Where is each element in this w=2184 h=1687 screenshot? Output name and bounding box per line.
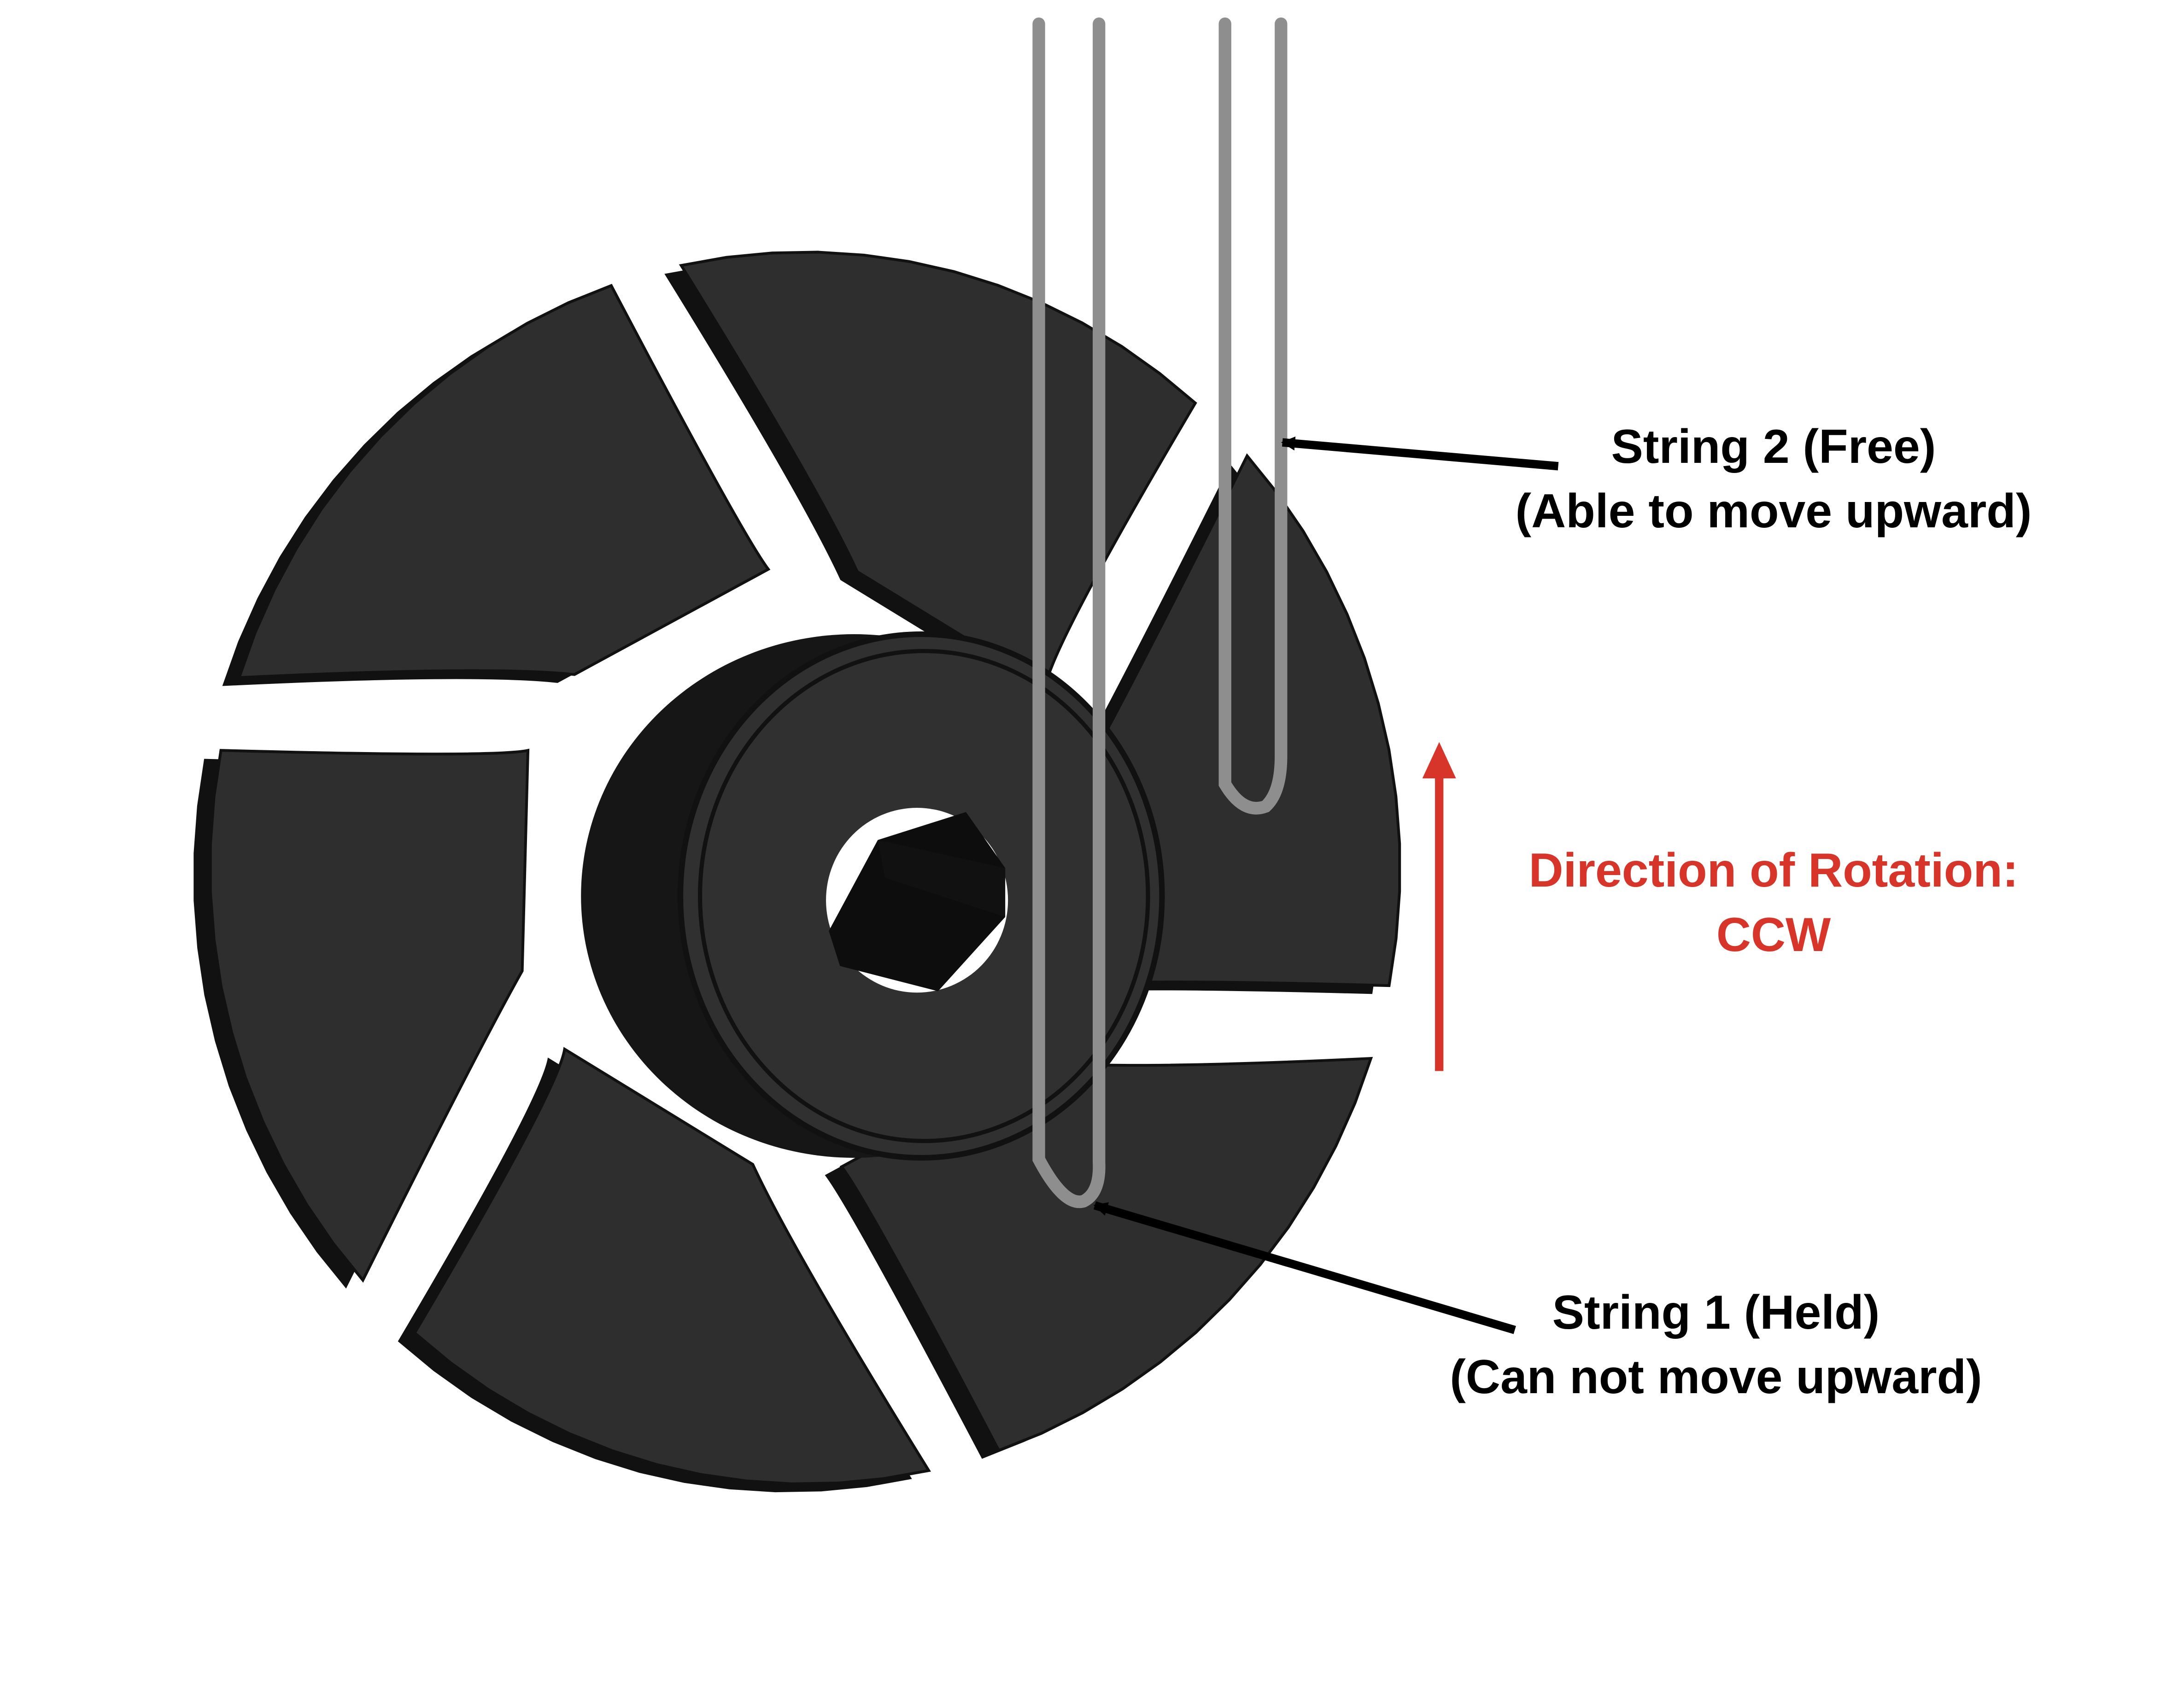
- string2-arrow: [1281, 436, 1559, 471]
- fan-blade: [679, 251, 1197, 689]
- string1-label-line1: String 1 (Held): [1552, 1286, 1880, 1339]
- string2-label-line1: String 2 (Free): [1611, 420, 1936, 473]
- rotation-label: Direction of Rotation: CCW: [1451, 838, 2096, 967]
- hub-face-inner: [697, 648, 1150, 1144]
- string-1: [1032, 17, 1106, 1208]
- bore-flat: [878, 840, 1006, 917]
- string2-label: String 2 (Free) (Able to move upward): [1451, 414, 2096, 543]
- impeller-fan-icon: [193, 251, 1401, 1493]
- rotation-arrow-head: [1422, 742, 1456, 779]
- string-2: [1218, 17, 1288, 815]
- up-arrow-icon: [1422, 742, 1456, 1071]
- string1-arrow: [1093, 1201, 1516, 1334]
- string1-label: String 1 (Held) (Can not move upward): [1382, 1280, 2050, 1409]
- fan-blades: [209, 251, 1401, 1485]
- rotation-label-line1: Direction of Rotation:: [1528, 844, 2019, 897]
- fan-blade: [237, 284, 771, 679]
- bore-hole: [829, 812, 1006, 992]
- fan-blade: [209, 748, 530, 1283]
- string-loop-icon: [1032, 17, 1288, 1208]
- string2-label-line2: (Able to move upward): [1515, 485, 2032, 538]
- string1-label-line2: (Can not move upward): [1450, 1350, 1982, 1404]
- hex-bore-icon: [826, 807, 1008, 993]
- fan-blade: [839, 1057, 1373, 1453]
- rotation-label-line2: CCW: [1716, 908, 1831, 962]
- fan-blade: [413, 1047, 931, 1485]
